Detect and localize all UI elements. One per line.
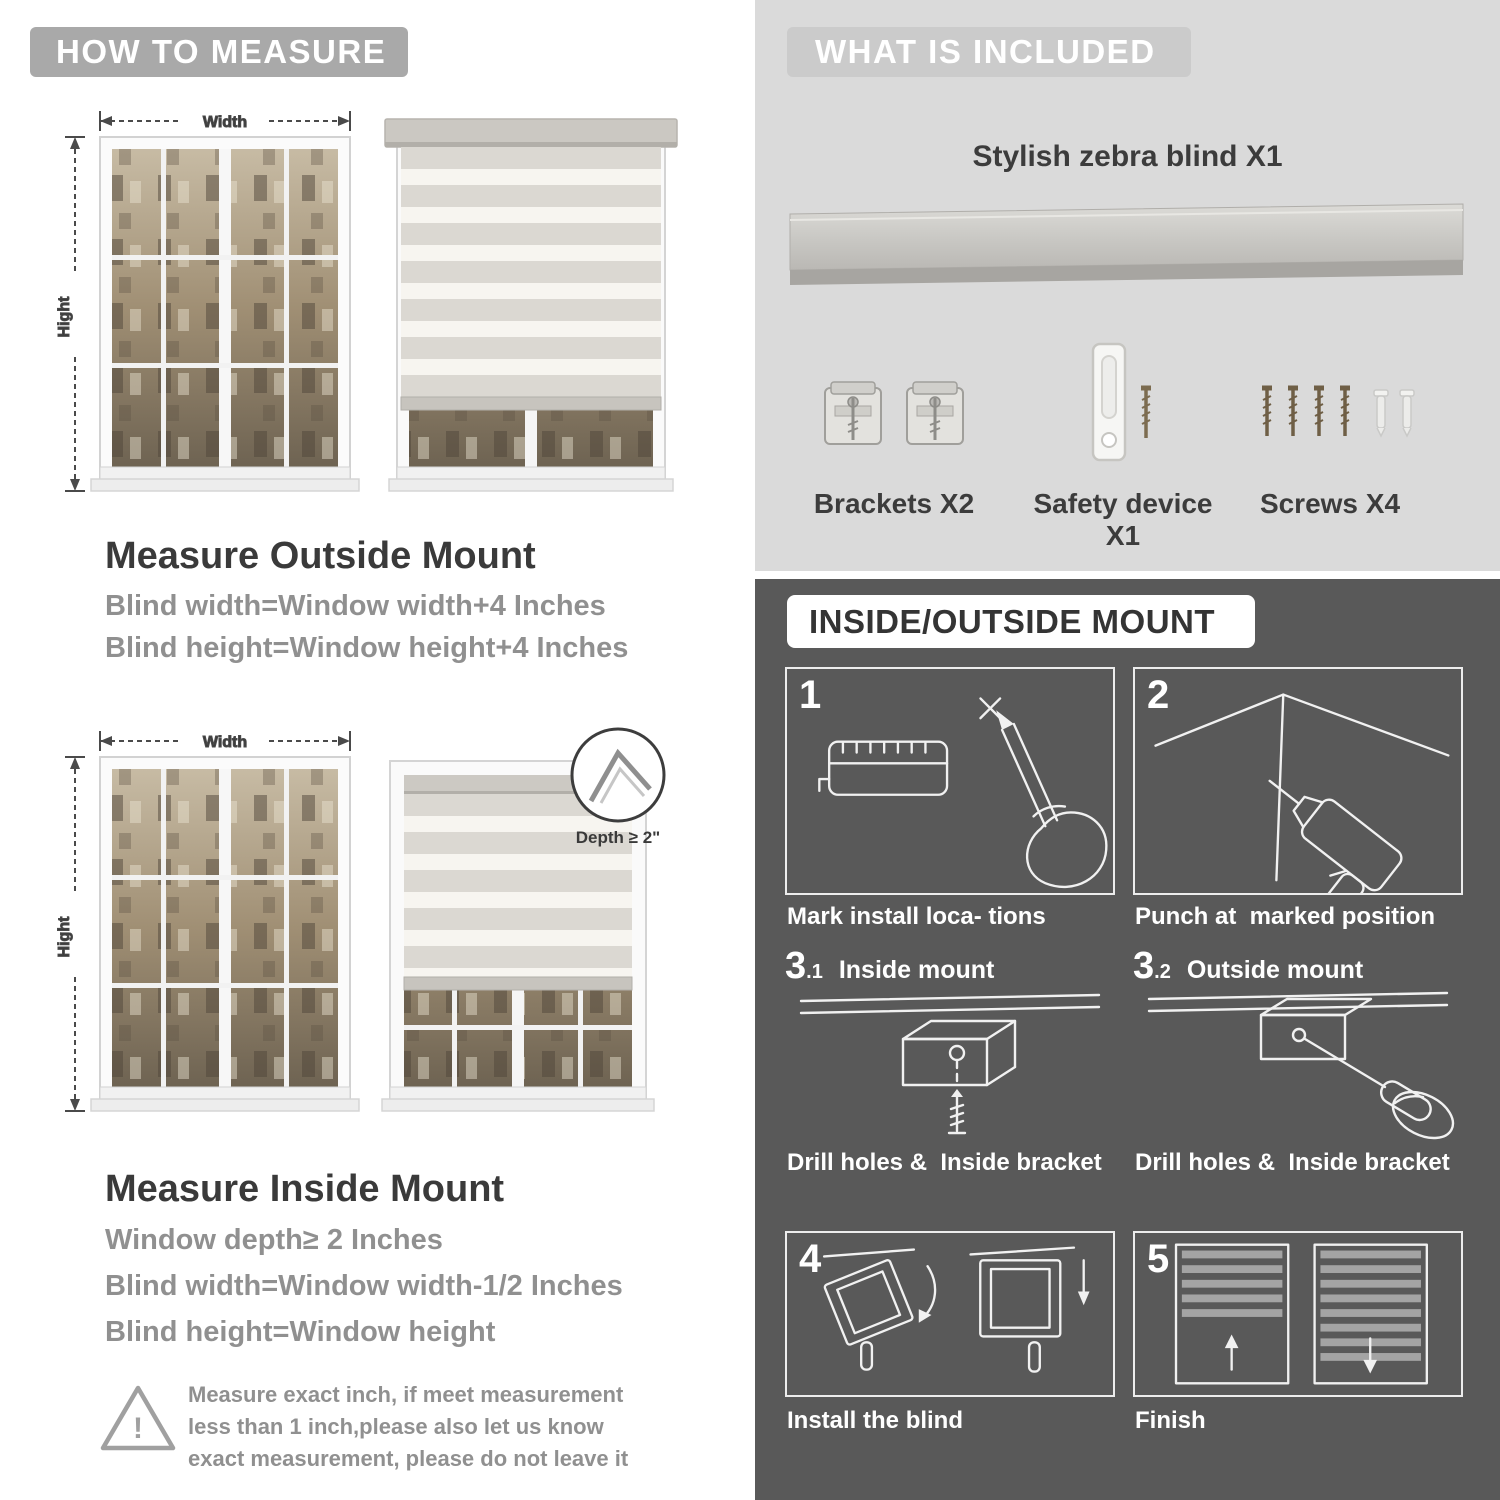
how-to-measure-title: HOW TO MEASURE — [56, 33, 387, 70]
step-2-caption: Punch at marked position — [1135, 903, 1436, 930]
step-1-panel: 1 — [785, 667, 1115, 895]
what-is-included-banner: WHAT IS INCLUDED — [787, 27, 1191, 77]
step-1-caption: Mark install loca- tions — [787, 903, 1046, 930]
step-4-number: 4 — [799, 1237, 822, 1281]
height-arrow: Hight — [56, 136, 85, 492]
brackets-label: Brackets X2 — [813, 488, 975, 519]
step-3-2-title: Outside mount — [1186, 956, 1364, 984]
width-arrow: Width — [99, 111, 351, 132]
width-label: Width — [203, 734, 247, 751]
step-3-2-caption: Drill holes & Inside bracket — [1135, 1149, 1450, 1176]
screw-icon — [1314, 385, 1324, 436]
step-3-1-number: 3 — [785, 945, 807, 987]
inside-mount-rule-height: Blind height=Window height — [105, 1316, 496, 1348]
mount-instructions-section: INSIDE/OUTSIDE MOUNT 1 Mark install loca… — [755, 579, 1500, 1500]
safety-screw-icon — [1141, 385, 1151, 438]
inside-mount-figure: Width Hight — [56, 727, 666, 1112]
warning-exclamation: ! — [133, 1412, 143, 1445]
mount-banner: INSIDE/OUTSIDE MOUNT — [787, 595, 1255, 648]
zebra-blind-illustration — [384, 118, 678, 492]
screws-label: Screws X4 — [1259, 488, 1401, 519]
included-items-illustration — [824, 342, 1415, 462]
step-3-2-number: 3 — [1133, 945, 1155, 987]
width-label: Width — [203, 114, 247, 131]
height-label: Hight — [56, 296, 73, 338]
outside-mount-figure: Width Hight — [56, 111, 678, 492]
step-4-illustration — [822, 1246, 1090, 1373]
depth-detail-circle: Depth ≥ 2" — [570, 727, 666, 847]
step-2-panel: 2 — [1133, 667, 1463, 895]
step-2-illustration — [1154, 693, 1450, 893]
anchor-icon — [1399, 389, 1415, 438]
anchor-icon — [1373, 389, 1389, 438]
inside-mount-rule-depth: Window depth≥ 2 Inches — [105, 1224, 443, 1256]
inside-mount-rule-width: Blind width=Window width-1/2 Inches — [105, 1270, 623, 1302]
warning-icon: ! — [100, 1385, 176, 1451]
outside-mount-rule-width: Blind width=Window width+4 Inches — [105, 590, 606, 622]
bracket-icon — [824, 381, 882, 445]
how-to-measure-banner: HOW TO MEASURE — [30, 27, 408, 77]
step-4-panel: 4 — [785, 1231, 1115, 1397]
screw-icon — [1262, 385, 1272, 436]
step-3-2-header: 3.2 Outside mount — [1133, 947, 1363, 985]
blind-title: Stylish zebra blind X1 — [972, 140, 1283, 173]
depth-label: Depth ≥ 2" — [576, 828, 660, 847]
what-is-included-title: WHAT IS INCLUDED — [815, 33, 1156, 70]
outside-mount-heading: Measure Outside Mount — [105, 535, 536, 577]
window-illustration — [90, 136, 360, 492]
how-to-measure-section: HOW TO MEASURE Width — [30, 27, 678, 1471]
inside-blind-illustration — [381, 760, 655, 1112]
width-arrow: Width — [99, 731, 351, 752]
step-3-1-caption: Drill holes & Inside bracket — [787, 1149, 1102, 1176]
inside-mount-heading: Measure Inside Mount — [105, 1168, 505, 1210]
step-1-illustration — [818, 697, 1108, 889]
mount-banner-title: INSIDE/OUTSIDE MOUNT — [809, 602, 1216, 640]
step-5-caption: Finish — [1135, 1407, 1206, 1434]
step-5-number: 5 — [1147, 1237, 1170, 1281]
step-5-panel: 5 — [1133, 1231, 1463, 1397]
bracket-icon — [906, 381, 964, 445]
what-is-included-section: WHAT IS INCLUDED Stylish zebra blind X1 — [755, 0, 1500, 571]
step-3-2-illustration — [1147, 991, 1455, 1140]
step-3-1-subnumber: .1 — [806, 961, 823, 983]
screw-icon — [1288, 385, 1298, 436]
step-3-2-subnumber: .2 — [1154, 961, 1171, 983]
step-5-illustration — [1174, 1243, 1428, 1385]
window-illustration — [90, 756, 360, 1112]
headrail-illustration — [789, 203, 1464, 285]
step-2-number: 2 — [1147, 673, 1170, 717]
safety-device-icon — [1091, 342, 1127, 462]
warning-text: Measure exact inch, if meet measurement … — [188, 1382, 629, 1471]
screw-icon — [1340, 385, 1350, 436]
step-1-number: 1 — [799, 673, 822, 717]
outside-mount-rule-height: Blind height=Window height+4 Inches — [105, 632, 629, 664]
height-label: Hight — [56, 916, 73, 958]
step-3-1-illustration — [799, 993, 1101, 1135]
step-3-1-title: Inside mount — [838, 956, 995, 984]
safety-device-label: Safety device X1 — [1033, 488, 1213, 551]
height-arrow: Hight — [56, 756, 85, 1112]
step-4-caption: Install the blind — [787, 1407, 964, 1434]
step-3-1-header: 3.1 Inside mount — [785, 947, 994, 985]
